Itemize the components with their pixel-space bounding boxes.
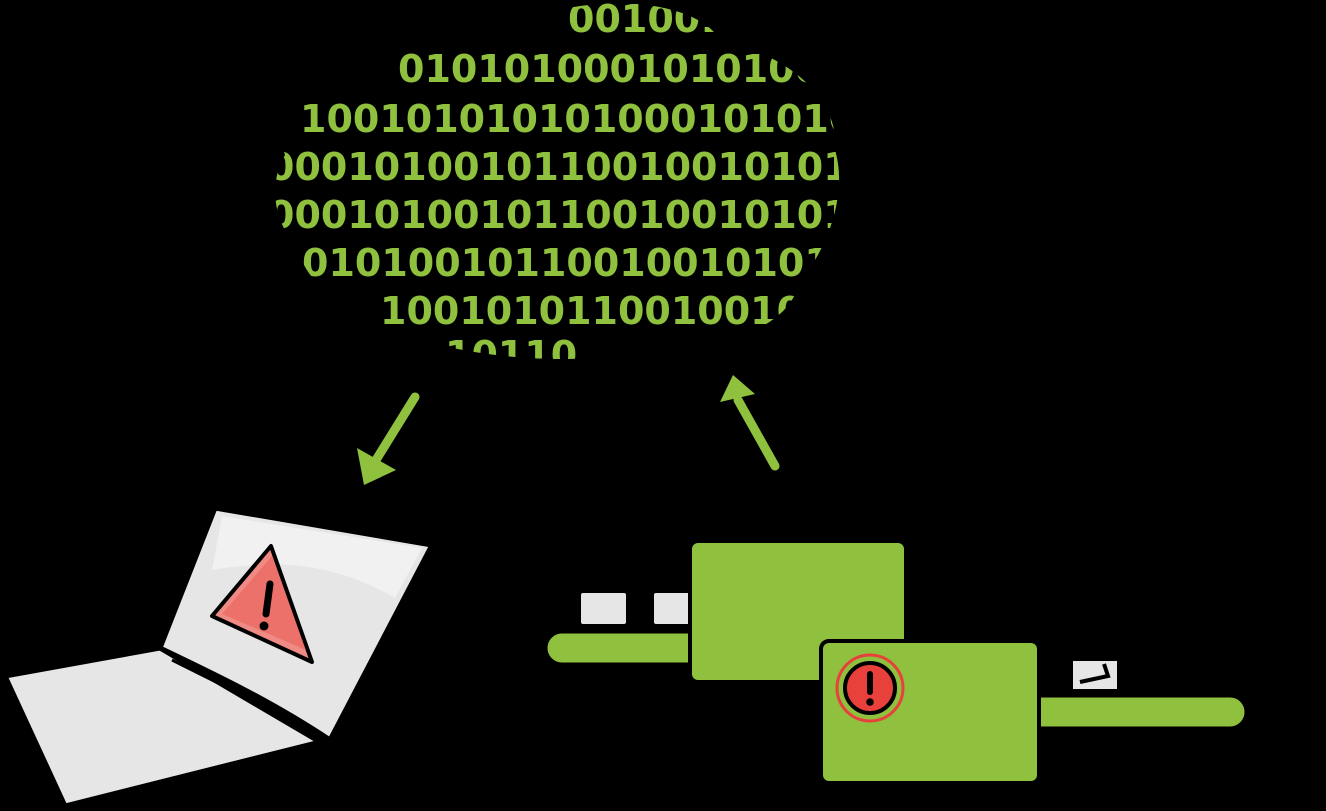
plug-prong <box>1071 659 1119 691</box>
binary-line: 10010101010100010101000101010 <box>300 97 1067 141</box>
usb-plug-right <box>819 639 1248 785</box>
binary-line: 0010010 <box>568 0 753 41</box>
binary-line: 010100101100100101010101 <box>302 241 937 285</box>
alert-circle-icon <box>835 653 905 723</box>
screen-glare <box>212 516 422 598</box>
warning-triangle-icon <box>210 544 314 664</box>
cable-right <box>1033 694 1248 730</box>
binary-line: 00010100101100100101010101 <box>268 145 955 189</box>
binary-line: 100101011001001010 <box>380 289 856 333</box>
binary-line: 0001010010110010010101010 <box>268 193 929 237</box>
laptop-base <box>2 645 323 809</box>
plug-pin <box>579 591 628 626</box>
plug-pin <box>652 591 694 626</box>
arrow-down-left-icon <box>357 392 420 485</box>
laptop-hinge <box>171 658 307 729</box>
plug-housing-right <box>819 639 1041 785</box>
binary-line: 10110 <box>445 333 577 377</box>
laptop <box>2 505 435 809</box>
cable-left <box>544 630 702 666</box>
arrow-up-left-icon <box>720 375 780 471</box>
binary-line: 01010100010101000 <box>398 47 848 91</box>
usb-plug-left <box>544 539 908 684</box>
binary-cloud: 0010010 01010100010101000 10010101010100… <box>268 0 1067 377</box>
